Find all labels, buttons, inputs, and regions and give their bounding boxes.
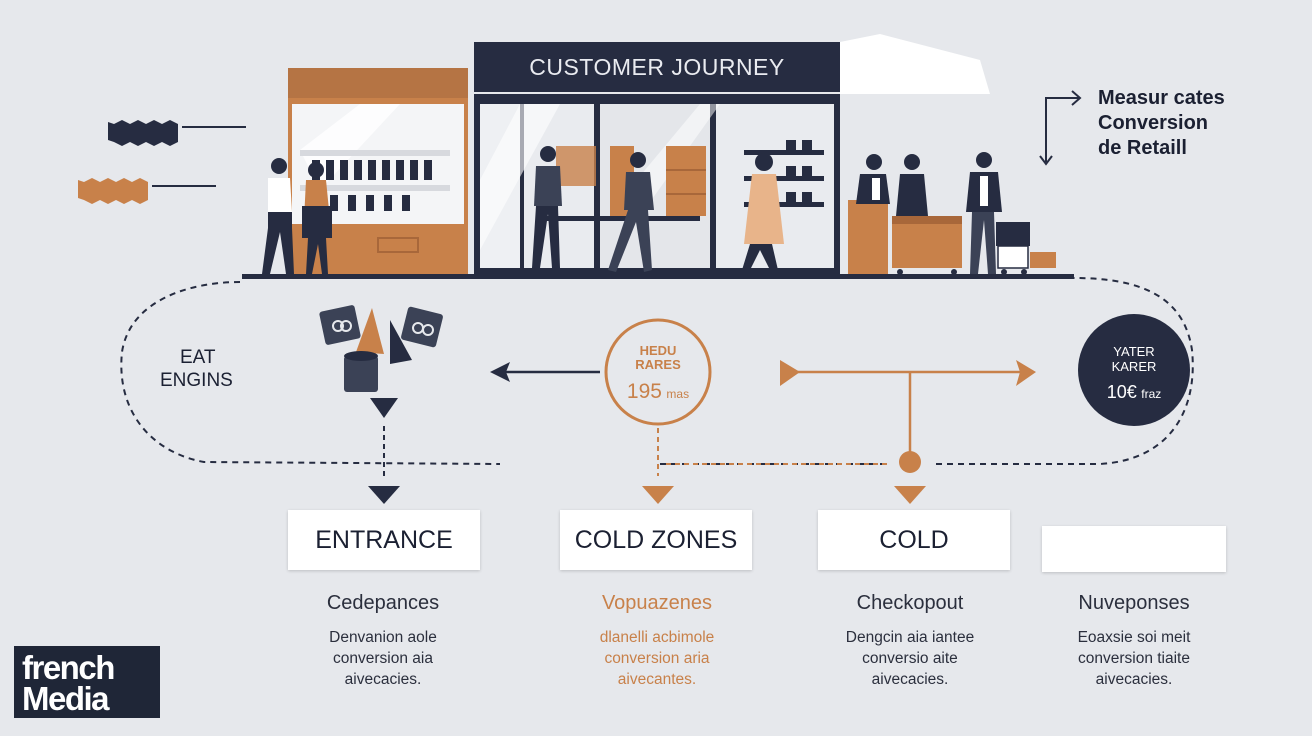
arrow-right-icon: [1039, 90, 1082, 166]
desc-line: aivecantes.: [617, 671, 697, 688]
desc-line: conversion aria: [604, 650, 710, 667]
stage-subtitle: Vopuazenes: [601, 592, 713, 614]
side-note: Measur cates Conversion de Retaill: [1098, 86, 1298, 161]
chevron-down-icon: [368, 486, 400, 504]
right-circle-line: YATER: [1113, 344, 1155, 359]
person: [856, 154, 890, 204]
person: [262, 158, 294, 274]
side-note-line: Conversion: [1098, 112, 1209, 134]
banner-title: CUSTOMER JOURNEY: [529, 53, 785, 80]
desc-line: conversion aia: [333, 650, 433, 667]
desc-line: conversio aite: [862, 650, 958, 667]
brand-logo: french Media: [14, 646, 160, 718]
cone-icon: [390, 320, 412, 364]
center-circle-line: HEDU: [639, 343, 677, 358]
left-note: EAT ENGINS: [160, 346, 233, 392]
left-note-line: ENGINS: [160, 370, 233, 391]
person: [608, 152, 654, 272]
desc-line: Eoaxsie soi meit: [1077, 629, 1191, 646]
person: [532, 146, 562, 268]
chat-icon: [319, 305, 361, 345]
logo-line: Media: [22, 680, 110, 717]
right-circle-value: 10€: [1106, 382, 1137, 402]
floor-line: [242, 274, 1074, 279]
person: [966, 152, 1002, 274]
stage-subtitle: Cedepances: [326, 592, 440, 614]
desc-line: aivecacies.: [344, 671, 422, 688]
desc-line: aivecacies.: [1095, 671, 1173, 688]
stage-cold: COLD: [818, 510, 1010, 570]
right-circle-unit: fraz: [1141, 387, 1162, 401]
desc-line: Dengcin aia iantee: [845, 629, 975, 646]
stage-description: Eoaxsie soi meit conversion tiaite aivec…: [1014, 627, 1254, 690]
person: [302, 162, 332, 274]
side-note-line: de Retaill: [1098, 137, 1187, 159]
desc-line: dlanelli acbimole: [599, 629, 715, 646]
desc-line: conversion tiaite: [1077, 650, 1190, 667]
side-note-line: Measur cates: [1098, 87, 1225, 109]
arrow-left-icon: [780, 360, 800, 386]
chevron-down-icon: [894, 486, 926, 504]
desc-line: Denvanion aole: [329, 629, 437, 646]
person: [742, 153, 784, 270]
logo-line: french: [22, 649, 115, 686]
stage-entrance: ENTRANCE: [288, 510, 480, 570]
center-circle-line: RARES: [635, 357, 681, 372]
people: [262, 146, 1002, 274]
arrow-left-icon: [490, 362, 510, 382]
cup-icon: [344, 351, 378, 392]
legend-navy: [108, 120, 246, 146]
desc-line: aivecacies.: [871, 671, 949, 688]
stage-description: Dengcin aia iantee conversio aite aiveca…: [790, 627, 1030, 690]
stage-blank: [1042, 526, 1226, 572]
right-circle-line: KARER: [1111, 359, 1157, 374]
center-circle-value: 195: [626, 380, 662, 403]
chevron-down-icon: [370, 398, 398, 418]
stage-description: dlanelli acbimole conversion aria aiveca…: [537, 627, 777, 690]
tag-icon: [401, 306, 443, 348]
left-note-line: EAT: [180, 347, 216, 368]
center-circle-unit: mas: [666, 387, 690, 401]
legend-orange: [78, 178, 216, 204]
stage-description: Denvanion aole conversion aia aivecacies…: [263, 627, 503, 690]
right-circle-text: YATER KARER 10€ fraz: [1078, 344, 1190, 403]
chevron-down-icon: [642, 486, 674, 504]
metric-circle-outline: [604, 318, 712, 426]
stage-subtitle: Nuveponses: [1078, 592, 1190, 614]
person: [896, 154, 928, 216]
connector-dot: [899, 451, 921, 473]
stage-subtitle: Checkopout: [856, 592, 964, 614]
arrow-right-icon: [1016, 360, 1036, 386]
metric-circle-filled: [1078, 314, 1190, 426]
cone-icon: [356, 308, 384, 354]
center-circle-text: HEDU RARES 195 mas: [606, 344, 710, 404]
right-building: [840, 34, 1056, 275]
stage-cold-zones: COLD ZONES: [560, 510, 752, 570]
